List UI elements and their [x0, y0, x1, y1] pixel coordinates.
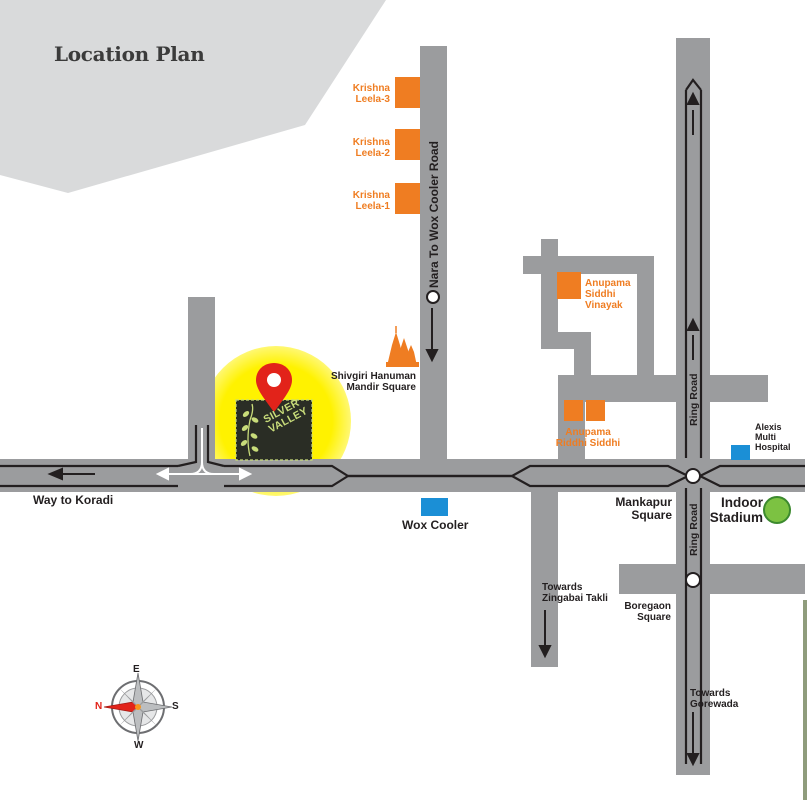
gorewada-down-arrow [686, 753, 700, 767]
krishna-leela-1-label: Krishna Leela-1 [352, 190, 390, 212]
ring-up-arrow-2 [686, 317, 700, 331]
temple-icon [386, 326, 419, 367]
road-lines [0, 78, 805, 764]
mankapur-square-label: Mankapur Square [615, 495, 672, 523]
anupama-siddhi-vinayak-label: Anupama Siddhi Vinayak [585, 278, 631, 311]
map-title: Location Plan [54, 42, 205, 66]
compass-east-label: E [133, 664, 140, 675]
nara-down-arrow [425, 349, 439, 363]
koradi-left-arrow [47, 467, 63, 481]
compass-icon [103, 672, 173, 742]
road-arrows [47, 91, 700, 767]
shivgiri-temple-label: Shivgiri Hanuman Mandir Square [330, 371, 416, 393]
alexis-hospital-label: Alexis Multi Hospital [755, 422, 791, 452]
landmark-boxes [395, 77, 605, 421]
nara-road-label: Nara To Wox Cooler Road [427, 141, 441, 288]
location-pin-icon [256, 363, 292, 412]
wox-cooler-marker [421, 498, 448, 516]
koradi-white-arrows [155, 428, 253, 481]
connector-road [558, 375, 768, 402]
zingabai-down-arrow [538, 645, 552, 659]
stadium-marker [763, 496, 791, 524]
ring-road-label-north: Ring Road [688, 373, 700, 427]
way-to-koradi-label: Way to Koradi [33, 493, 114, 507]
boregaon-square-label: Boregaon Square [624, 601, 671, 623]
leaf-icon [240, 403, 259, 457]
krishna-leela-3-label: Krishna Leela-3 [352, 83, 390, 105]
hospital-marker [731, 445, 750, 460]
wox-cooler-label: Wox Cooler [402, 518, 469, 532]
ring-road-label-south: Ring Road [688, 503, 700, 557]
krishna-leela-2-label: Krishna Leela-2 [352, 137, 390, 159]
ring-up-arrow-1 [686, 91, 700, 105]
indoor-stadium-label: Indoor Stadium [709, 495, 763, 525]
edge-strip [803, 600, 807, 800]
roundabouts [426, 290, 701, 588]
ring-road [676, 38, 710, 775]
anupama-riddhi-siddhi-label: Anupama Riddhi Siddhi [555, 427, 621, 449]
boregaon-road [619, 564, 805, 594]
towards-zingabai-label: Towards Zingabai Takli [542, 582, 608, 604]
header-shape [0, 0, 386, 193]
compass-south-label: S [172, 701, 179, 712]
compass-north-label: N [95, 701, 103, 712]
nara-road [420, 46, 447, 462]
towards-gorewada-label: Towards Gorewada [690, 688, 739, 710]
compass-west-label: W [134, 740, 144, 751]
